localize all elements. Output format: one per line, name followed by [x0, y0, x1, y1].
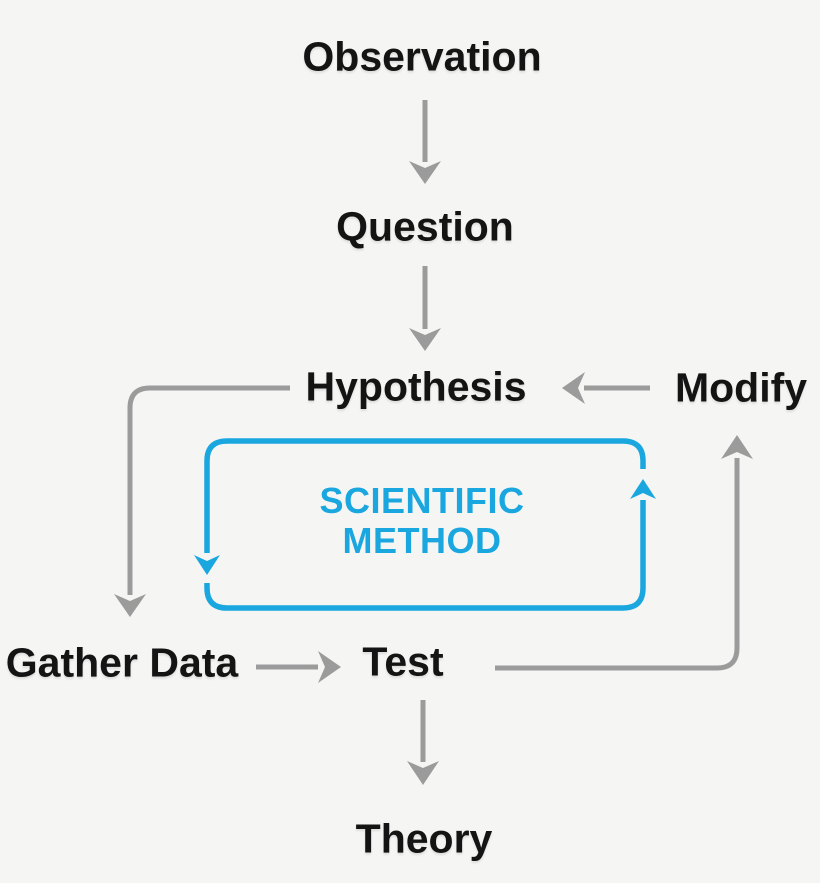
arrowhead-right-icon	[318, 651, 341, 683]
arrowhead-up-icon	[721, 435, 753, 459]
arrowhead-down-icon	[114, 594, 146, 617]
cycle-arrowhead-up-icon	[630, 479, 656, 499]
node-modify: Modify	[674, 364, 808, 411]
node-gather-data: Gather Data	[5, 639, 239, 686]
node-hypothesis: Hypothesis	[305, 363, 527, 410]
node-observation: Observation	[302, 33, 542, 80]
node-question: Question	[336, 203, 514, 250]
cycle-title-line2: METHOD	[342, 520, 502, 561]
node-test: Test	[362, 638, 444, 685]
arrowhead-left-icon	[562, 372, 585, 404]
edge-test-modify	[495, 458, 740, 671]
edge-hypothesis-gather-data	[127, 385, 290, 595]
arrowhead-down-icon	[407, 761, 439, 785]
cycle-title-line1: SCIENTIFIC	[319, 480, 525, 521]
cycle-title: SCIENTIFIC METHOD	[319, 481, 524, 561]
cycle-box-top-segment	[204, 438, 646, 553]
arrowhead-down-icon	[409, 161, 441, 184]
cycle-arrowhead-down-icon	[194, 555, 220, 575]
cycle-box-bottom-segment	[204, 500, 646, 611]
node-theory: Theory	[355, 815, 493, 862]
arrowhead-down-icon	[409, 328, 441, 351]
